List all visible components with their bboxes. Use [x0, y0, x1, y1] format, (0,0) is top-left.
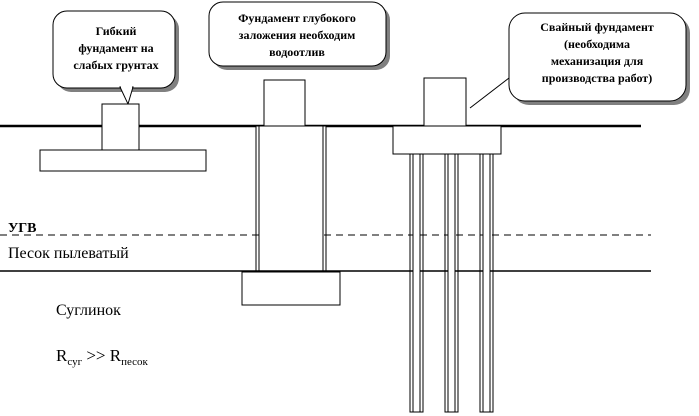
callout-pile: Свайный фундамент (необходима механизаци… [508, 12, 687, 102]
callout-flexible-line-1: Гибкий [96, 24, 137, 38]
pile-1 [409, 153, 424, 413]
callout-pile-pointer [469, 77, 510, 109]
callout-flexible: Гибкий фундамент на слабых грунтах [52, 10, 176, 106]
pile-foundation-cap [392, 125, 502, 155]
callout-pile-line-3: механизация для [551, 54, 644, 68]
callout-pile-line-1: Свайный фундамент [540, 20, 654, 34]
deep-foundation-base [241, 271, 341, 306]
resistance-formula: Rсуг >> Rпесок [56, 346, 149, 368]
formula-r1: R [56, 346, 68, 365]
pile-masks [413, 231, 490, 274]
callout-flexible-line-3: слабых грунтах [73, 58, 158, 72]
pile-2 [444, 153, 459, 413]
callout-deep-line-3: водоотлив [269, 45, 325, 59]
groundwater-label: УГВ [8, 221, 37, 236]
pile-3 [479, 153, 494, 413]
flexible-foundation-column [101, 103, 140, 151]
formula-sub2: песок [121, 356, 148, 368]
formula-op: >> [82, 346, 110, 365]
callout-flexible-line-2: фундамент на [78, 41, 153, 55]
callout-deep: Фундамент глубокого заложения необходим … [208, 1, 387, 67]
loam-layer-label: Суглинок [56, 302, 121, 319]
formula-r2: R [110, 346, 122, 365]
deep-foundation-mask [260, 231, 322, 239]
deep-foundation-shaft [255, 125, 327, 273]
flexible-foundation [39, 103, 207, 172]
callout-pile-line-4: производства работ) [542, 71, 652, 85]
sand-layer-label: Песок пылеватый [8, 245, 129, 262]
callout-deep-line-2: заложения необходим [239, 28, 356, 42]
deep-foundation-top-block [263, 79, 306, 127]
callout-deep-line-1: Фундамент глубокого [238, 11, 356, 25]
pile-foundation-column [423, 77, 467, 127]
pile-foundation [392, 77, 502, 413]
formula-sub1: суг [67, 356, 82, 368]
deep-foundation [241, 79, 341, 306]
flexible-foundation-slab [39, 149, 207, 172]
callout-pile-line-2: (необходима [564, 37, 630, 51]
